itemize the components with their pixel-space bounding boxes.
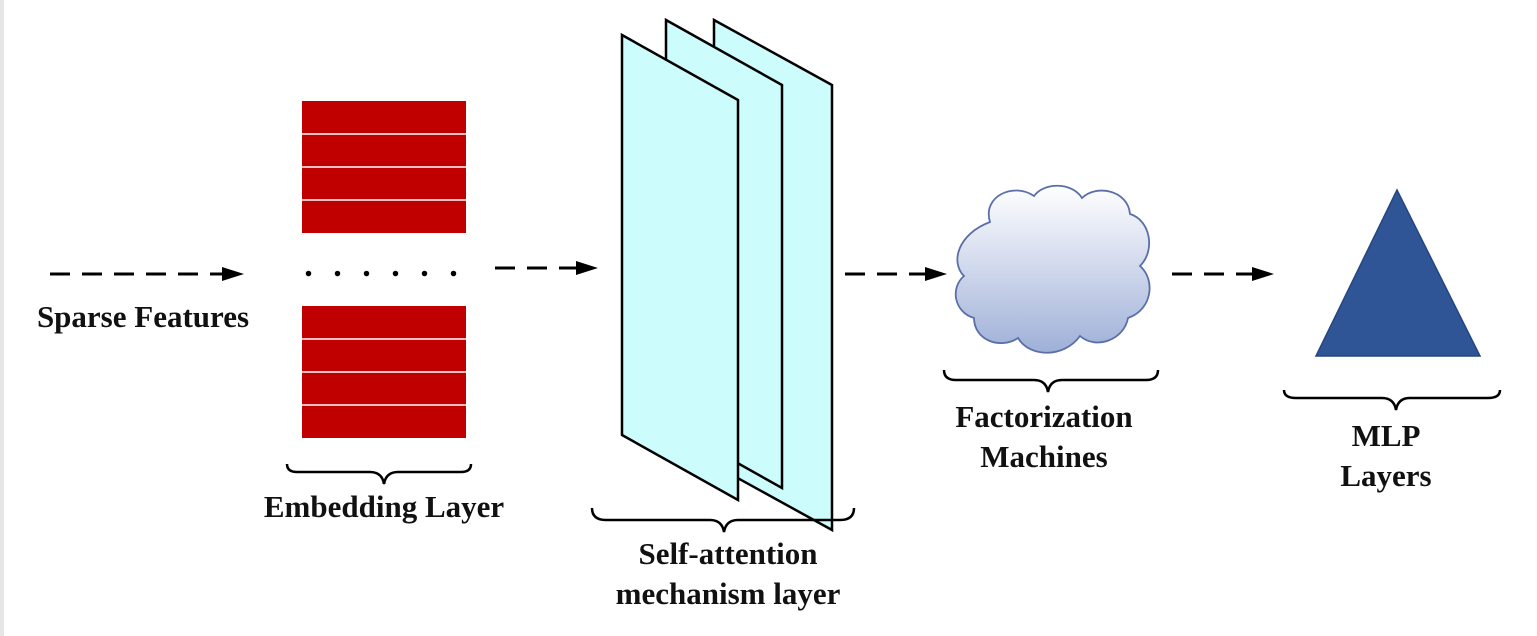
mlp-line-2: Layers (1340, 458, 1432, 493)
arrow-input-to-embedding (50, 267, 244, 281)
triangle-icon (1314, 188, 1482, 357)
self-attention-label: Self-attention mechanism layer (570, 534, 886, 614)
arrow-embedding-to-attention (495, 261, 598, 275)
brace-factorization (942, 369, 1160, 393)
embedding-block-top (302, 101, 466, 233)
embedding-layer-label: Embedding Layer (240, 487, 528, 527)
mlp-layers-label: MLP Layers (1300, 416, 1472, 496)
brace-mlp (1282, 389, 1502, 411)
embedding-ellipsis: . . . . . . (304, 247, 464, 284)
attention-panel-front (620, 32, 740, 503)
self-attention-line-2: mechanism layer (615, 576, 841, 611)
self-attention-line-1: Self-attention (638, 536, 818, 571)
embedding-block-bottom (302, 306, 466, 438)
arrow-fm-to-mlp (1172, 267, 1274, 281)
brace-attention (590, 507, 856, 533)
factorization-line-1: Factorization (955, 399, 1133, 434)
mlp-line-1: MLP (1351, 418, 1421, 453)
factorization-line-2: Machines (980, 439, 1108, 474)
sparse-features-text: Sparse Features (36, 299, 250, 334)
brace-embedding (285, 463, 473, 485)
embedding-layer-text: Embedding Layer (263, 489, 505, 524)
sparse-features-label: Sparse Features (22, 297, 264, 337)
factorization-machines-label: Factorization Machines (920, 397, 1168, 477)
arrow-attention-to-fm (845, 267, 947, 281)
cloud-icon (954, 184, 1151, 354)
left-edge-border (0, 0, 4, 636)
